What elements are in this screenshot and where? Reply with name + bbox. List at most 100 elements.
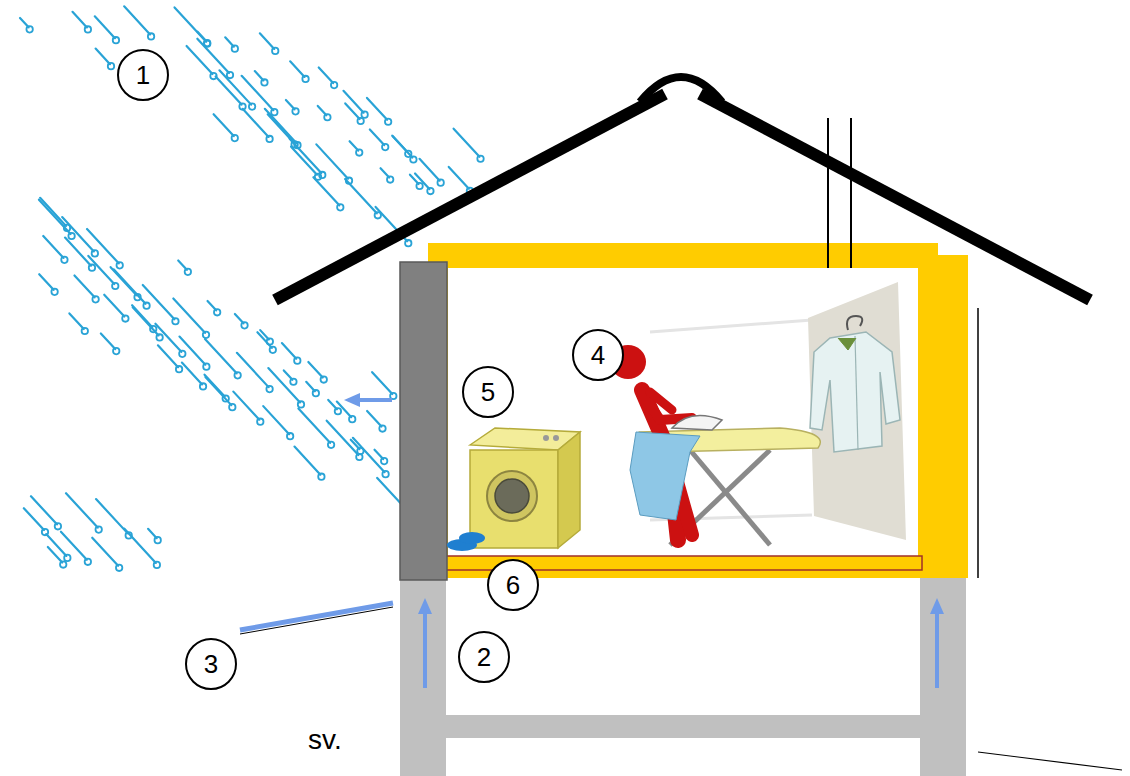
- insulation: [918, 255, 968, 578]
- raindrop: [187, 46, 217, 79]
- raindrop: [291, 147, 321, 180]
- raindrop: [255, 71, 268, 86]
- raindrop: [260, 33, 279, 54]
- wall: [400, 262, 447, 580]
- raindrop: [155, 324, 185, 357]
- raindrop: [61, 532, 91, 565]
- raindrop: [148, 529, 161, 544]
- raindrop: [306, 382, 319, 397]
- raindrop: [381, 168, 394, 183]
- raindrop: [327, 421, 363, 461]
- raindrop: [40, 198, 70, 231]
- raindrop: [219, 70, 255, 110]
- raindrop: [104, 295, 128, 322]
- raindrop: [313, 177, 343, 210]
- roof: [275, 77, 1090, 300]
- raindrop: [367, 98, 391, 125]
- raindrop: [65, 238, 95, 271]
- raindrop: [294, 447, 324, 480]
- raindrop: [318, 106, 331, 121]
- raindrop: [449, 167, 473, 194]
- raindrop: [124, 529, 160, 569]
- shoes: [447, 532, 485, 551]
- raindrop: [237, 353, 273, 393]
- raindrop: [235, 314, 248, 329]
- raindrop: [345, 179, 381, 219]
- raindrop: [198, 32, 211, 47]
- raindrop: [337, 402, 356, 423]
- raindrop: [114, 269, 150, 309]
- callout-circle: 6: [487, 559, 539, 611]
- callout-number: 5: [481, 379, 495, 405]
- raindrop: [208, 301, 221, 316]
- raindrop: [286, 100, 299, 115]
- raindrop: [173, 299, 209, 339]
- cloth: [630, 432, 700, 520]
- callout-number: 4: [591, 342, 605, 368]
- raindrop: [298, 409, 334, 449]
- raindrop: [242, 76, 278, 116]
- raindrop: [353, 438, 389, 478]
- room-interior: [448, 268, 918, 558]
- callout-number: 1: [136, 62, 150, 88]
- raindrop: [290, 61, 309, 82]
- raindrop: [257, 332, 276, 353]
- raindrop: [284, 370, 297, 385]
- dryer: [470, 428, 580, 548]
- raindrop: [268, 368, 304, 408]
- abbreviation-label: sv.: [308, 726, 342, 754]
- raindrop: [205, 377, 235, 410]
- raindrop: [343, 91, 367, 118]
- raindrop: [69, 313, 88, 334]
- raindrop: [225, 37, 238, 52]
- raindrop: [124, 6, 154, 39]
- insulation: [428, 243, 938, 578]
- raindrop: [88, 256, 118, 289]
- callout-circle: 4: [572, 329, 624, 381]
- raindrop: [20, 18, 33, 33]
- raindrop: [319, 67, 338, 88]
- callout-number: 3: [204, 651, 218, 677]
- raindrop: [179, 337, 209, 370]
- raindrop: [316, 144, 352, 184]
- raindrop: [282, 343, 301, 364]
- raindrop: [393, 136, 412, 157]
- raindrop: [96, 499, 132, 539]
- raindrop: [101, 334, 120, 355]
- raindrop: [367, 411, 386, 432]
- splash-line: [240, 603, 393, 634]
- callout-circle: 1: [117, 49, 169, 101]
- callout-circle: 3: [185, 638, 237, 690]
- raindrop: [66, 493, 102, 533]
- raindrop: [72, 12, 91, 33]
- raindrop: [62, 217, 98, 257]
- raindrop: [233, 392, 263, 425]
- iron: [672, 416, 722, 431]
- raindrop: [39, 200, 75, 240]
- callout-circle: 2: [458, 631, 510, 683]
- raindrop: [265, 109, 301, 149]
- callout-circle: 5: [462, 366, 514, 418]
- raindrop: [420, 159, 444, 186]
- raindrop: [392, 136, 416, 163]
- raindrop: [175, 7, 211, 47]
- raindrop: [205, 339, 241, 379]
- shirt: [810, 316, 900, 452]
- raindrop: [350, 141, 363, 156]
- callout-number: 2: [477, 644, 491, 670]
- raindrop: [351, 440, 364, 455]
- leader-line: [978, 752, 1122, 770]
- raindrop: [197, 39, 233, 79]
- raindrop: [214, 114, 238, 141]
- raindrop: [375, 450, 388, 465]
- wall-line: [977, 308, 979, 578]
- raindrop: [43, 236, 67, 263]
- raindrop: [96, 49, 115, 70]
- raindrop: [133, 307, 163, 340]
- raindrop: [410, 175, 423, 190]
- foundation: [400, 578, 966, 776]
- back-wall: [808, 282, 906, 540]
- raindrop: [308, 362, 327, 383]
